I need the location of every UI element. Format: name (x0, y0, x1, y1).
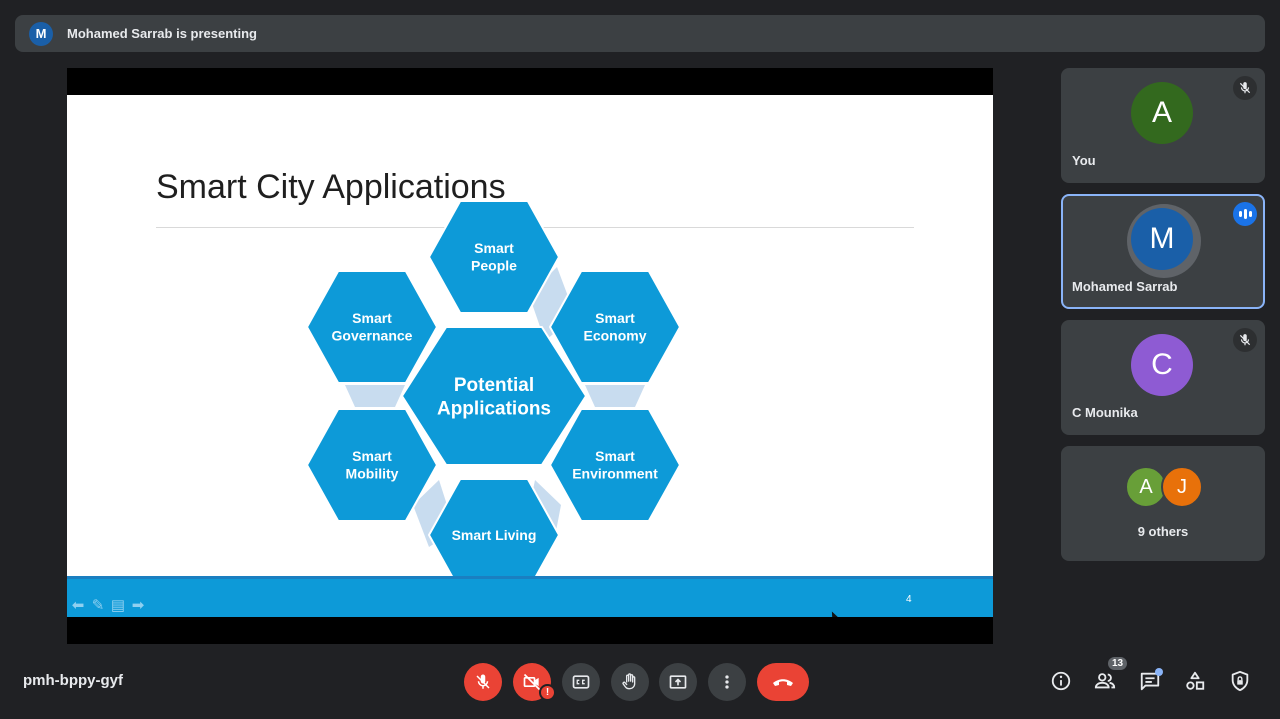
present-screen-button[interactable] (659, 663, 697, 701)
participant-name: Mohamed Sarrab (1072, 279, 1178, 294)
hex-environment-label: Smart (595, 448, 635, 464)
presenting-banner: M Mohamed Sarrab is presenting (15, 15, 1265, 52)
participant-avatar: M (1131, 208, 1193, 270)
participant-tile-others[interactable]: A J 9 others (1061, 446, 1265, 561)
mic-off-icon (1233, 76, 1257, 100)
mic-toggle-button[interactable] (464, 663, 502, 701)
leave-call-button[interactable] (757, 663, 809, 701)
host-controls-button[interactable] (1227, 668, 1253, 694)
hex-environment-label: Environment (572, 466, 658, 482)
hex-people-label: People (471, 258, 517, 274)
people-button[interactable] (1092, 668, 1118, 694)
participant-avatar: A (1131, 82, 1193, 144)
hand-icon (622, 673, 636, 690)
hex-people-label: Smart (474, 240, 514, 256)
others-count-label: 9 others (1137, 524, 1189, 539)
hex-center-potential-applications-label: Potential (454, 375, 534, 396)
hex-mobility-shape (305, 408, 439, 522)
shield-lock-icon (1231, 670, 1249, 692)
hex-mobility-label: Mobility (346, 466, 399, 482)
hex-connector (345, 385, 405, 407)
next-slide-icon[interactable]: ➡ (131, 597, 145, 614)
more-options-button[interactable] (708, 663, 746, 701)
hex-center-potential-applications-label: Applications (437, 399, 551, 420)
closed-captions-icon (572, 675, 590, 689)
participant-name: C Mounika (1072, 405, 1138, 420)
camera-toggle-button[interactable] (513, 663, 551, 701)
people-icon (1094, 673, 1116, 689)
hex-economy-shape (548, 270, 682, 384)
slide-title: Smart City Applications (156, 168, 506, 206)
slide-menu-icon[interactable]: ▤ (110, 597, 126, 614)
prev-slide-icon[interactable]: ⬅ (71, 597, 85, 614)
others-avatars: A J (1125, 466, 1203, 508)
shapes-icon (1186, 671, 1205, 690)
hang-up-icon (773, 679, 793, 686)
meeting-details-button[interactable] (1048, 668, 1074, 694)
slide-footer-bar (67, 576, 993, 617)
pen-icon[interactable]: ✎ (91, 597, 105, 614)
meeting-code: pmh-bppy-gyf (23, 672, 123, 689)
slide-toolbar: ⬅ ✎ ▤ ➡ (69, 596, 147, 614)
hex-economy-label: Economy (583, 328, 646, 344)
hex-governance-label: Governance (332, 328, 413, 344)
raise-hand-button[interactable] (611, 663, 649, 701)
info-icon (1051, 671, 1071, 691)
hex-people-shape (427, 200, 561, 314)
activities-button[interactable] (1182, 668, 1208, 694)
presenting-text: Mohamed Sarrab is presenting (67, 26, 257, 41)
hex-governance-shape (305, 270, 439, 384)
participant-name: You (1072, 153, 1096, 168)
participant-tile-you[interactable]: A You (1061, 68, 1265, 183)
hex-economy-label: Smart (595, 310, 635, 326)
presenter-avatar: M (29, 21, 53, 46)
slide-page-number: 4 (906, 594, 912, 605)
hex-living-label: Smart Living (452, 527, 537, 543)
hex-mobility-label: Smart (352, 448, 392, 464)
participant-tile-c-mounika[interactable]: C C Mounika (1061, 320, 1265, 435)
participant-tile-mohamed-sarrab[interactable]: M Mohamed Sarrab (1061, 194, 1265, 309)
people-count-badge: 13 (1106, 655, 1130, 672)
speaking-indicator-icon (1233, 202, 1257, 226)
hex-center-potential-applications-shape (400, 326, 588, 466)
participant-avatar: C (1131, 334, 1193, 396)
chat-unread-dot (1155, 668, 1163, 676)
camera-alert-badge: ! (539, 684, 556, 701)
camera-off-icon (523, 673, 541, 691)
hex-connector (585, 385, 645, 407)
more-vert-icon (725, 675, 729, 689)
mic-off-icon (1233, 328, 1257, 352)
others-avatar: J (1161, 466, 1203, 508)
hex-environment-shape (548, 408, 682, 522)
captions-button[interactable] (562, 663, 600, 701)
present-screen-icon (669, 675, 687, 689)
hex-governance-label: Smart (352, 310, 392, 326)
mic-off-icon (476, 674, 490, 689)
smart-city-hexagon-diagram: SmartPeopleSmartGovernanceSmartEconomySm… (305, 200, 682, 592)
